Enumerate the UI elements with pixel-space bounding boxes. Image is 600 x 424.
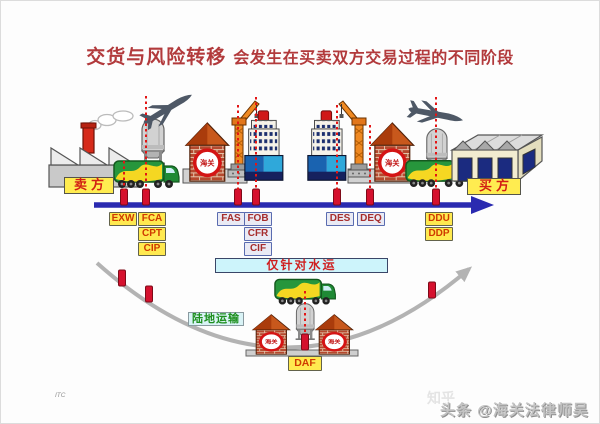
risk-marker [301, 333, 309, 351]
risk-marker [118, 269, 126, 287]
byline-watermark: 头条 @海关法律师吴晟 [440, 402, 589, 419]
customs-house-icon [251, 313, 292, 356]
ship-icon [244, 110, 284, 181]
title-emphasis: 交货与风险转移 [86, 47, 227, 68]
risk-marker [432, 188, 440, 206]
risk-marker [333, 188, 341, 206]
risk-marker [234, 188, 242, 206]
risk-marker [145, 285, 153, 303]
term-des: DES [326, 212, 354, 226]
risk-marker [428, 281, 436, 299]
term-fas: FAS [217, 212, 245, 226]
term-deq: DEQ [357, 212, 385, 226]
term-cip: CIP [138, 242, 166, 256]
risk-marker [142, 188, 150, 206]
risk-marker [252, 188, 260, 206]
land-transport-note: 陆地运输 [188, 312, 244, 326]
term-daf: DAF [288, 356, 322, 371]
customs-house-icon [184, 121, 231, 183]
page-title: 交货与风险转移会发生在买卖双方交易过程的不同阶段 [1, 42, 599, 69]
itc-watermark: ITC [55, 392, 66, 399]
seller-label: 卖方 [64, 177, 114, 194]
buyer-label: 买方 [467, 178, 521, 195]
term-fob: FOB [244, 212, 272, 226]
term-cif: CIF [244, 242, 272, 256]
term-cpt: CPT [138, 227, 166, 241]
warehouse-icon [451, 134, 543, 182]
arrowhead-icon [471, 196, 494, 214]
title-rest: 会发生在买卖双方交易过程的不同阶段 [233, 50, 514, 67]
tank-icon [140, 118, 166, 166]
water-only-note: 仅针对水运 [215, 258, 388, 273]
risk-marker [366, 188, 374, 206]
term-cfr: CFR [244, 227, 272, 241]
term-ddu: DDU [425, 212, 453, 226]
term-exw: EXW [109, 212, 137, 226]
risk-transfer-dotted-lines [123, 96, 437, 191]
ship-icon [307, 110, 347, 181]
risk-marker [120, 188, 128, 206]
customs-house-icon [314, 313, 355, 356]
zhihu-watermark: 知乎 [427, 390, 455, 406]
term-ddp: DDP [425, 227, 453, 241]
term-fca: FCA [138, 212, 166, 226]
